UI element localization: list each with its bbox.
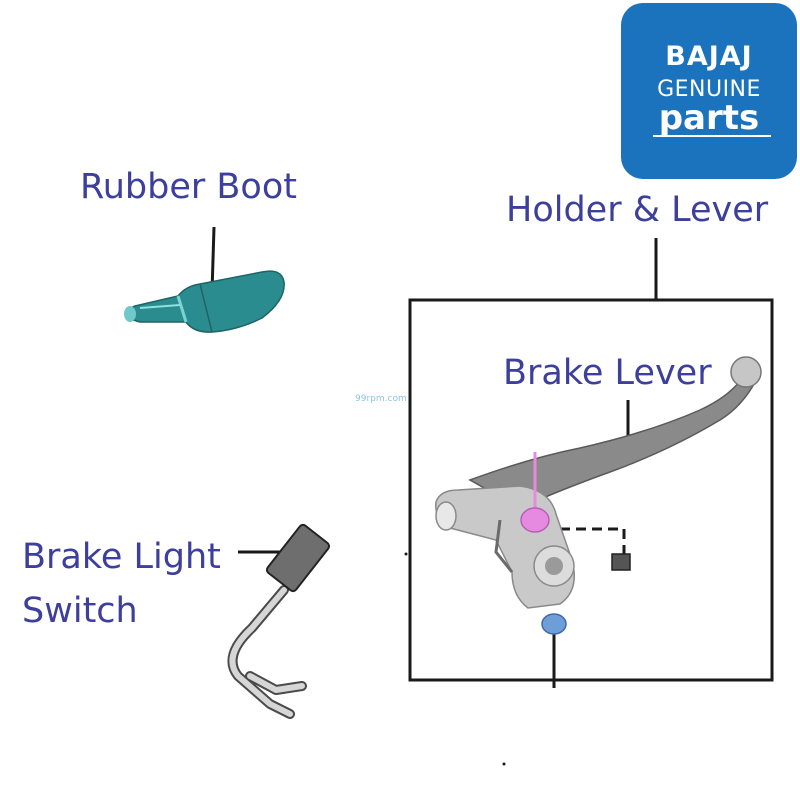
brake-light-switch-label: Brake Light Switch	[22, 530, 221, 638]
logo-brand: BAJAJ	[665, 41, 753, 72]
rubber-boot-label: Rubber Boot	[80, 167, 297, 207]
frame-tick-mark	[404, 552, 408, 556]
rubber-boot-part	[124, 270, 285, 333]
brake-lever-assembly	[435, 356, 762, 609]
bajaj-genuine-parts-logo: BAJAJ GENUINE parts	[621, 3, 797, 179]
logo-parts: parts	[658, 98, 760, 138]
brake-light-switch-label-line2: Switch	[22, 591, 138, 631]
logo-underline	[653, 135, 771, 137]
pink-bolt	[520, 452, 550, 533]
brake-light-switch-part	[227, 523, 331, 719]
holder-lever-label: Holder & Lever	[506, 190, 769, 230]
nut-dashed-leader	[560, 527, 626, 556]
logo-genuine: GENUINE	[657, 77, 761, 102]
blue-screw	[541, 613, 567, 635]
holder-lever-frame	[408, 298, 774, 682]
brake-light-switch-label-line1: Brake Light	[22, 537, 221, 577]
brake-lever-label: Brake Lever	[503, 353, 712, 393]
bottom-dot	[502, 762, 506, 766]
watermark: 99rpm.com	[355, 394, 407, 404]
nut	[611, 553, 631, 571]
